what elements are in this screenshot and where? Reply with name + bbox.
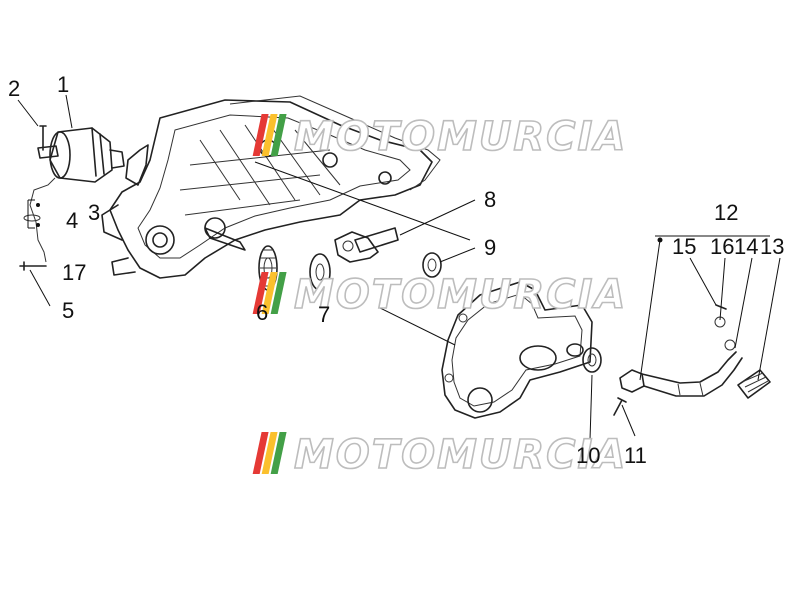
watermark-top: MOTOMURCIA bbox=[252, 113, 627, 161]
callout-9: 9 bbox=[484, 235, 496, 260]
watermark-bottom: MOTOMURCIA bbox=[252, 431, 627, 479]
callout-6: 6 bbox=[256, 300, 268, 325]
starter-motor-drawing bbox=[37, 125, 149, 186]
callout-13: 13 bbox=[760, 234, 784, 259]
watermark-text: MOTOMURCIA bbox=[294, 432, 627, 478]
callout-10: 10 bbox=[576, 443, 600, 468]
lever-group-dot bbox=[657, 237, 663, 243]
watermark-text: MOTOMURCIA bbox=[294, 114, 627, 160]
washer-bolt-drawing bbox=[582, 347, 627, 416]
callout-11: 11 bbox=[624, 443, 647, 468]
starter-cable-drawing bbox=[19, 177, 56, 271]
watermark-text: MOTOMURCIA bbox=[294, 272, 627, 318]
cable-dot-upper bbox=[36, 203, 40, 207]
kickstart-lever-drawing bbox=[619, 304, 771, 399]
callout-2: 2 bbox=[8, 76, 20, 101]
callout-4: 4 bbox=[66, 208, 78, 233]
callout-14: 14 bbox=[734, 234, 758, 259]
callout-16: 16 bbox=[710, 234, 734, 259]
watermark-logo-stripes bbox=[252, 432, 287, 474]
callout-15: 15 bbox=[672, 234, 696, 259]
gears-drawing bbox=[258, 227, 442, 291]
watermark-logo-stripes bbox=[252, 114, 287, 156]
callout-12: 12 bbox=[714, 200, 738, 225]
callout-7: 7 bbox=[318, 302, 330, 327]
callout-1: 1 bbox=[57, 72, 69, 97]
callout-3: 3 bbox=[88, 200, 100, 225]
watermark-middle: MOTOMURCIA bbox=[252, 271, 627, 319]
callout-17: 17 bbox=[62, 260, 86, 285]
cable-dot-lower bbox=[36, 223, 40, 227]
leader-lines bbox=[17, 94, 781, 441]
callout-8: 8 bbox=[484, 187, 496, 212]
crankcase-drawing bbox=[101, 95, 441, 279]
callout-5: 5 bbox=[62, 298, 74, 323]
watermark-logo-stripes bbox=[252, 272, 287, 314]
cvt-cover-drawing bbox=[441, 281, 593, 419]
